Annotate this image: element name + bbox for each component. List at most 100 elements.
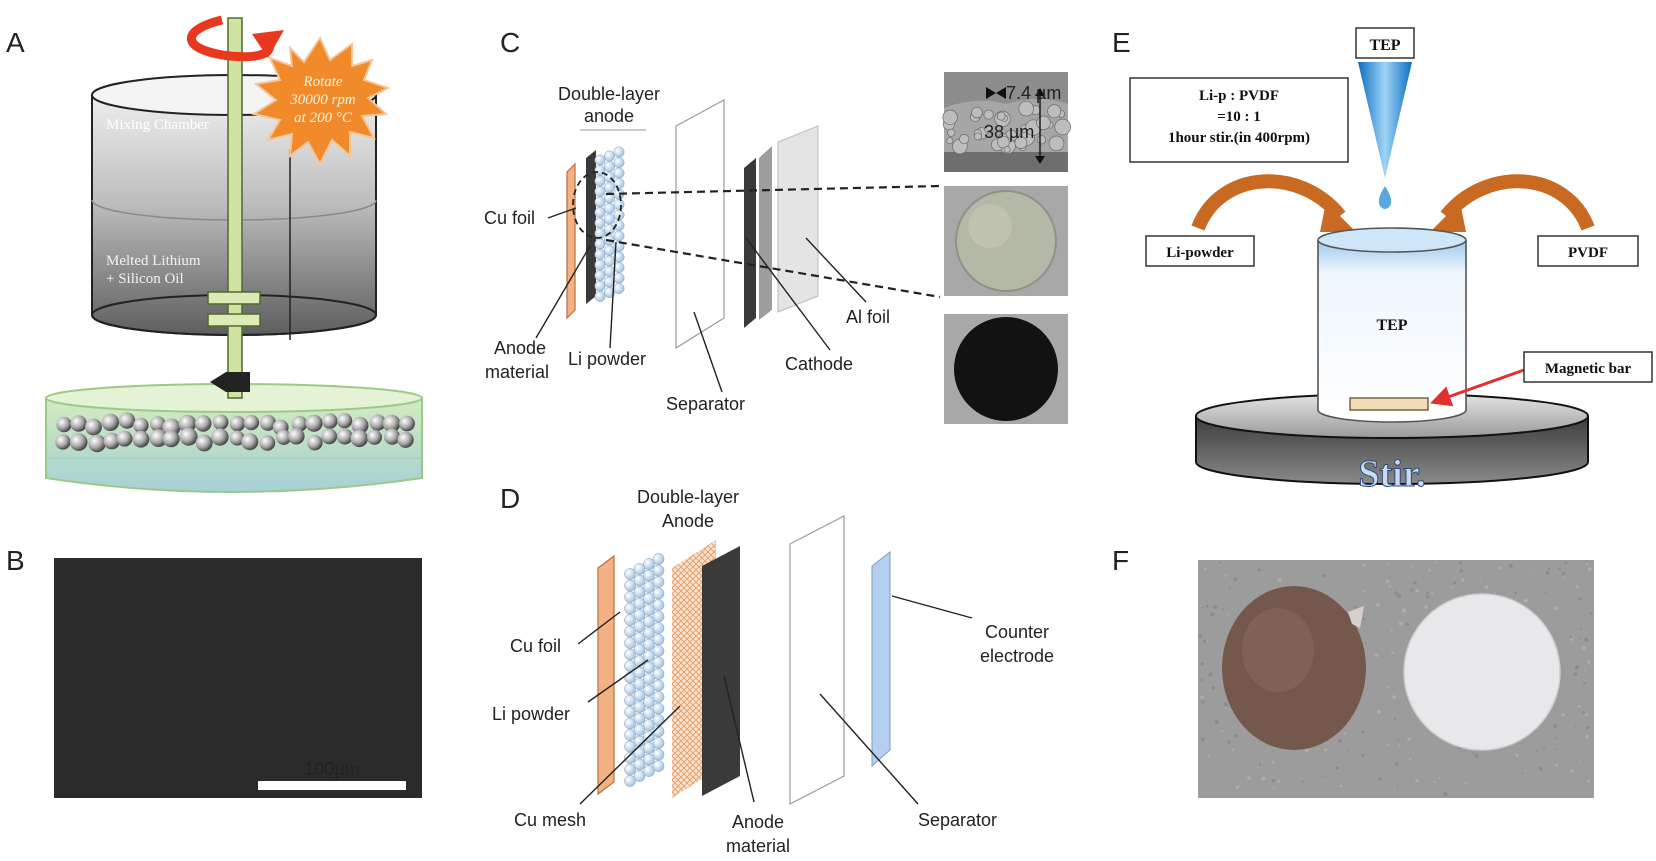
d-label-anode-line2: material (726, 836, 790, 856)
panel-f: F (1112, 545, 1594, 798)
e-pvdf-box (1537, 235, 1639, 267)
e-ratio-line2: =10 : 1 (1217, 109, 1261, 125)
c-dim-main-label: 38 µm (984, 122, 1034, 142)
panel-a: A Mixing Chamber Melted Lithium + Silico… (6, 15, 423, 493)
e-li-powder-label: Li-powder (1166, 245, 1234, 261)
c-label-anode-line1: Anode (494, 338, 546, 358)
e-tep-beaker-label: TEP (1376, 317, 1407, 334)
panel-e: E TEP Li-p : PVDF =10 : 1 1hour stir.(in… (1112, 27, 1653, 496)
d-title-line2: Anode (662, 511, 714, 531)
c-separator (675, 98, 725, 350)
e-arrow-left-icon (1191, 174, 1346, 231)
c-li-powder-layer (594, 146, 625, 302)
e-pvdf-label: PVDF (1568, 245, 1608, 261)
d-anode-material (702, 546, 740, 796)
e-dropper-icon (1358, 62, 1412, 178)
d-counter-electrode (871, 550, 891, 768)
d-separator (789, 515, 845, 805)
sem-image-b (54, 558, 422, 798)
d-leader-li (587, 659, 649, 703)
burst-line2: 30000 rpm (289, 92, 356, 108)
melt-label-line2: + Silicon Oil (106, 271, 184, 287)
c-leader-separator (693, 311, 723, 393)
panel-a-letter: A (6, 27, 25, 58)
c-leader-li (609, 241, 617, 349)
e-arrow-right-head (1430, 202, 1466, 232)
panel-b-letter: B (6, 545, 25, 576)
e-ratio-line3: 1hour stir.(in 400rpm) (1168, 130, 1310, 146)
c-title-line2: anode (584, 106, 634, 126)
e-droplet-icon (1378, 186, 1392, 209)
f-brown-highlight (1242, 608, 1314, 692)
burst-line1: Rotate (302, 74, 342, 90)
c-cu-foil (566, 162, 576, 320)
d-label-cu-mesh: Cu mesh (514, 810, 586, 830)
f-white-electrode (1403, 593, 1561, 751)
c-zoom-line-bottom (605, 238, 941, 299)
burst-line3: at 200 °C (294, 110, 353, 126)
d-leader-mesh (579, 705, 681, 805)
e-tep-top-label: TEP (1369, 37, 1400, 54)
e-stir-label: Stir. (1358, 453, 1425, 495)
c-label-cathode: Cathode (785, 354, 853, 374)
e-ratio-box (1129, 77, 1349, 163)
c-label-cu-foil: Cu foil (484, 208, 535, 228)
c-leader-anode (535, 245, 591, 339)
panel-d: D Double-layer Anode Cu foil Li powder C… (492, 483, 1054, 856)
scale-bar (258, 781, 406, 790)
d-leader-cu (577, 611, 621, 645)
d-leader-anode (723, 675, 755, 803)
c-zoom-circle (572, 171, 622, 239)
c-title-line1: Double-layer (558, 84, 660, 104)
d-label-counter-line2: electrode (980, 646, 1054, 666)
e-magnetic-bar (1349, 397, 1429, 411)
d-label-anode-line1: Anode (732, 812, 784, 832)
e-magnetic-bar-label: Magnetic bar (1545, 361, 1632, 377)
d-li-powder-layer (624, 553, 665, 787)
panel-b: B 100µm (6, 545, 422, 798)
burst-icon (251, 35, 391, 167)
e-arrow-left-head (1320, 202, 1356, 232)
panel-d-letter: D (500, 483, 520, 514)
stirrer-shaft (207, 17, 261, 399)
e-tep-box (1355, 27, 1415, 59)
d-cu-foil (597, 554, 615, 796)
c-label-al-foil: Al foil (846, 307, 890, 327)
c-label-separator: Separator (666, 394, 745, 414)
e-ratio-line1: Li-p : PVDF (1199, 88, 1279, 104)
c-label-anode-line2: material (485, 362, 549, 382)
c-photo-gray-disc (944, 186, 1068, 296)
e-beaker (1317, 227, 1467, 423)
chamber-label: Mixing Chamber (106, 117, 209, 133)
panel-c: C Double-layer anode Cu foil Anode mater… (484, 27, 1071, 424)
c-dim-arrowheads (1035, 88, 1045, 164)
panel-f-letter: F (1112, 545, 1129, 576)
e-li-powder-box (1145, 235, 1255, 267)
c-al-foil (777, 125, 819, 313)
lithium-spheres (55, 412, 415, 453)
e-magnetic-bar-box (1523, 351, 1653, 383)
d-label-counter-line1: Counter (985, 622, 1049, 642)
melt-label-line1: Melted Lithium (106, 253, 201, 269)
d-label-cu-foil: Cu foil (510, 636, 561, 656)
c-dim-top-icon (986, 87, 1006, 99)
c-leader-cu (547, 207, 577, 219)
c-zoom-line-top (605, 184, 941, 196)
d-title-line1: Double-layer (637, 487, 739, 507)
panel-c-letter: C (500, 27, 520, 58)
d-label-li-powder: Li powder (492, 704, 570, 724)
e-red-arrow-icon (1430, 368, 1525, 407)
c-leader-al (805, 237, 867, 303)
d-leader-separator (819, 693, 919, 805)
c-label-li-powder: Li powder (568, 349, 646, 369)
c-photo-black-disc (944, 314, 1068, 424)
c-cathode-side (759, 146, 772, 320)
d-label-separator: Separator (918, 810, 997, 830)
f-flake (1348, 606, 1364, 628)
c-dim-top-label: 7.4 µm (1006, 83, 1061, 103)
panel-e-letter: E (1112, 27, 1131, 58)
rotation-arrow-icon (187, 15, 284, 62)
c-leader-cathode (745, 237, 831, 351)
scale-label: 100µm (304, 759, 359, 779)
